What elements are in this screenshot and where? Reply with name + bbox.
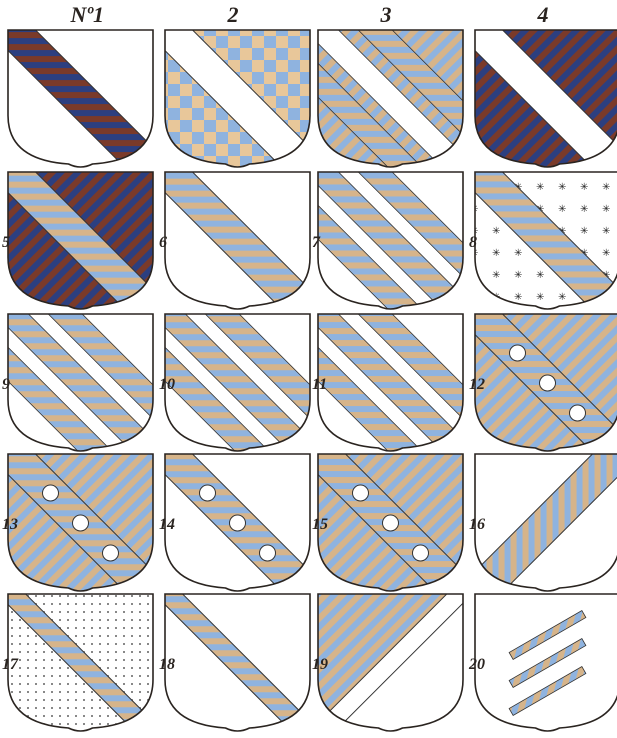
shield-number: 5 [2,234,10,251]
shield-number: 15 [312,516,328,533]
shield-number: 19 [312,656,328,673]
charge-mark [510,345,526,361]
shield-number: 9 [2,376,10,393]
column-header: 2 [227,2,239,27]
charge-mark [383,515,399,531]
charge-mark [200,485,216,501]
column-header: 3 [380,2,392,27]
charge-mark [103,545,119,561]
charge-mark [570,405,586,421]
shield-number: 12 [469,376,485,393]
charge-mark [43,485,59,501]
shield-number: 17 [2,656,19,673]
charge-mark [353,485,369,501]
shield-number: 10 [159,376,175,393]
shield-number: 14 [159,516,175,533]
shield-number: 11 [312,376,327,393]
shield-number: 18 [159,656,175,673]
shield-number: 16 [469,516,485,533]
shield-number: 6 [159,234,167,251]
charge-mark [260,545,276,561]
column-header: Nº1 [70,2,104,27]
charge-mark [540,375,556,391]
shield-number: 7 [312,234,321,251]
shield-number: 20 [468,656,485,673]
charge-mark [73,515,89,531]
charge-mark [230,515,246,531]
shield: 20 [468,594,617,732]
column-header: 4 [537,2,549,27]
shield-number: 8 [469,234,477,251]
shield-number: 13 [2,516,18,533]
charge-mark [413,545,429,561]
